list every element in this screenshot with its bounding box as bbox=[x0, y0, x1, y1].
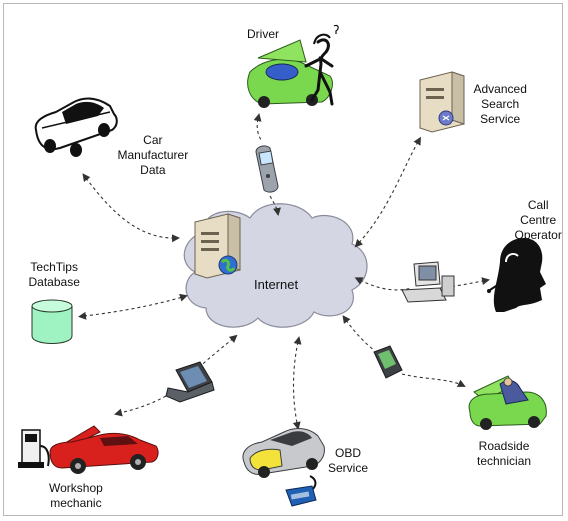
globe-icon bbox=[218, 255, 238, 275]
desktop-computer-icon bbox=[401, 261, 455, 303]
diagram-frame bbox=[3, 3, 563, 516]
obd-connector-icon bbox=[285, 475, 317, 507]
obd-label: OBD Service bbox=[328, 446, 368, 476]
roadside-label-line: technician bbox=[477, 454, 532, 468]
advanced-search-label-line: Advanced bbox=[473, 82, 527, 96]
workshop-label: Workshop mechanic bbox=[49, 481, 103, 511]
call-centre-label-line: Call bbox=[527, 198, 549, 212]
database-icon bbox=[31, 299, 73, 344]
connectors bbox=[78, 113, 490, 430]
advanced-search-label: Advanced Search Service bbox=[474, 82, 527, 127]
driver-label-line: Driver bbox=[247, 27, 279, 41]
obd-label-line: Service bbox=[328, 461, 369, 475]
roadside-label: Roadside technician bbox=[477, 439, 531, 469]
car-manufacturer-label: Car Manufacturer Data bbox=[118, 133, 189, 178]
obd-car-icon bbox=[242, 428, 325, 478]
car-manufacturer-label-line: Manufacturer bbox=[117, 148, 189, 162]
obd-label-line: OBD bbox=[335, 446, 362, 460]
mobile-phone-icon bbox=[255, 145, 279, 193]
call-centre-label-line: Operator bbox=[514, 228, 562, 242]
car-manufacturer-label-line: Car bbox=[143, 133, 163, 147]
laptop-icon bbox=[165, 361, 215, 403]
green-car-driver-icon bbox=[247, 24, 339, 108]
techtips-label: TechTips Database bbox=[29, 260, 80, 290]
red-car-workshop-icon bbox=[18, 425, 159, 474]
advanced-search-label-line: Search bbox=[481, 97, 520, 111]
server-icon bbox=[419, 71, 465, 133]
roadside-label-line: Roadside bbox=[478, 439, 530, 453]
workshop-label-line: Workshop bbox=[49, 481, 103, 495]
call-centre-label: Call Centre Operator bbox=[515, 198, 562, 243]
advanced-search-label-line: Service bbox=[480, 112, 521, 126]
driver-label: Driver bbox=[247, 27, 279, 42]
techtips-label-line: Database bbox=[28, 275, 80, 289]
workshop-label-line: mechanic bbox=[50, 496, 102, 510]
car-outline-icon bbox=[34, 97, 118, 157]
green-car-mechanic-icon bbox=[468, 375, 547, 430]
headset-operator-icon bbox=[487, 238, 546, 312]
hub-label-text: Internet bbox=[254, 277, 299, 292]
car-manufacturer-label-line: Data bbox=[140, 163, 166, 177]
call-centre-label-line: Centre bbox=[520, 213, 557, 227]
pda-icon bbox=[373, 345, 403, 379]
hub-label: Internet bbox=[254, 277, 298, 292]
techtips-label-line: TechTips bbox=[30, 260, 78, 274]
